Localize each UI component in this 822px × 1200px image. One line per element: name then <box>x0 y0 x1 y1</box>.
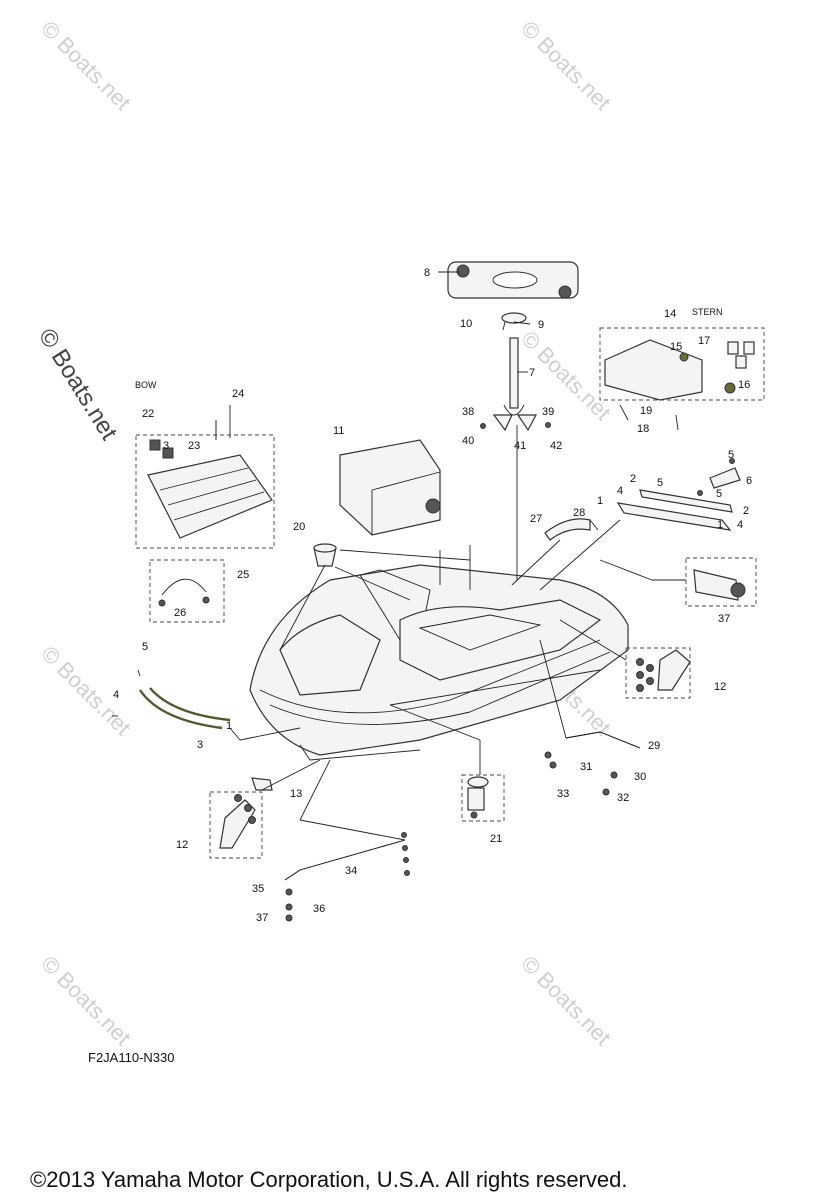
callout-40: 39 <box>542 406 554 418</box>
watermark: © Boats.net <box>36 951 135 1050</box>
callout-6: 6 <box>746 475 752 487</box>
callout-5d: 5 <box>142 641 148 653</box>
callout-9: 9 <box>538 319 544 331</box>
part-8 <box>447 261 579 299</box>
callout-7: 7 <box>529 367 535 379</box>
watermark: © Boats.net <box>516 16 615 115</box>
callout-31: 31 <box>580 761 592 773</box>
callout-26: 26 <box>174 607 186 619</box>
callout-43: 42 <box>550 440 562 452</box>
callout-1b: 1 <box>717 519 723 531</box>
part-22-ladder <box>147 439 273 539</box>
callout-16: 16 <box>738 379 750 391</box>
part-38-box <box>685 557 757 607</box>
callout-29: 29 <box>648 740 660 752</box>
callout-2a: 2 <box>630 473 636 485</box>
stern-box <box>599 327 765 401</box>
callout-10: 10 <box>460 318 472 330</box>
part-21 <box>461 774 505 822</box>
callout-3: 3 <box>197 739 203 751</box>
callout-11: 11 <box>333 425 344 437</box>
part-29 <box>544 731 641 796</box>
callout-23: 23 <box>188 440 200 452</box>
callout-19: 19 <box>640 405 652 417</box>
copyright-text: ©2013 Yamaha Motor Corporation, U.S.A. A… <box>30 1167 628 1192</box>
watermark: © Boats.net <box>36 641 135 740</box>
callout-28: 28 <box>573 507 585 519</box>
callout-15: 15 <box>670 341 682 353</box>
callout-20: 20 <box>293 521 305 533</box>
watermark: © Boats.net <box>36 16 135 115</box>
callout-22: 22 <box>142 408 154 420</box>
callout-17: 17 <box>698 335 710 347</box>
boat-hull <box>249 564 629 761</box>
callout-5c: 5 <box>716 488 722 500</box>
callout-4c: 4 <box>113 689 119 701</box>
callout-14: 14 <box>664 308 676 320</box>
callout-30: 30 <box>634 771 646 783</box>
callout-5a: 5 <box>728 449 734 461</box>
callout-12a: 12 <box>714 681 726 693</box>
part-1-2-rail <box>616 458 741 531</box>
callout-1a: 1 <box>597 495 603 507</box>
callout-25: 25 <box>237 569 249 581</box>
callout-18: 18 <box>637 423 649 435</box>
callout-8: 8 <box>424 267 430 279</box>
callout-13: 13 <box>290 788 302 800</box>
callout-1c: 1 <box>226 720 232 732</box>
callout-2b: 2 <box>743 505 749 517</box>
callout-32: 32 <box>617 792 629 804</box>
callouts: 8 10 9 7 38 39 40 41 42 11 BOW 24 22 3 2… <box>113 267 752 924</box>
callout-38: 37 <box>718 613 730 625</box>
callout-34: 34 <box>345 865 357 877</box>
part-27-28 <box>544 518 599 541</box>
bow-box <box>135 405 275 549</box>
callout-37: 37 <box>256 912 268 924</box>
callout-35: 35 <box>252 883 264 895</box>
callout-39: 38 <box>462 406 474 418</box>
part-20 <box>313 543 337 567</box>
callout-4b: 4 <box>737 519 743 531</box>
stern-label: STERN <box>692 307 723 317</box>
part-39-43 <box>480 414 551 432</box>
callout-3b: 3 <box>163 440 169 452</box>
bow-label: BOW <box>135 380 157 390</box>
part-25-box <box>149 559 225 623</box>
part-11 <box>339 439 441 536</box>
part-12-right <box>625 647 691 699</box>
part-18-19 <box>619 404 679 431</box>
diagram-code: F2JA110-N330 <box>88 1050 175 1065</box>
part-34 <box>284 832 410 922</box>
callout-33: 33 <box>557 788 569 800</box>
callout-42: 41 <box>514 440 526 452</box>
callout-27: 27 <box>530 513 542 525</box>
callout-5b: 5 <box>657 477 663 489</box>
watermark: © Boats.net <box>33 324 123 445</box>
callout-24: 24 <box>232 388 244 400</box>
watermark: © Boats.net <box>516 951 615 1050</box>
part-7 <box>503 337 525 416</box>
callout-12b: 12 <box>176 839 188 851</box>
watermarks: © Boats.net © Boats.net © Boats.net © Bo… <box>33 16 616 1050</box>
leader-lines <box>215 271 686 841</box>
part-9 <box>501 312 527 331</box>
callout-4a: 4 <box>617 485 623 497</box>
callout-41: 40 <box>462 435 474 447</box>
part-3-rails <box>112 669 231 730</box>
callout-21: 21 <box>490 833 502 845</box>
callout-36: 36 <box>313 903 325 915</box>
